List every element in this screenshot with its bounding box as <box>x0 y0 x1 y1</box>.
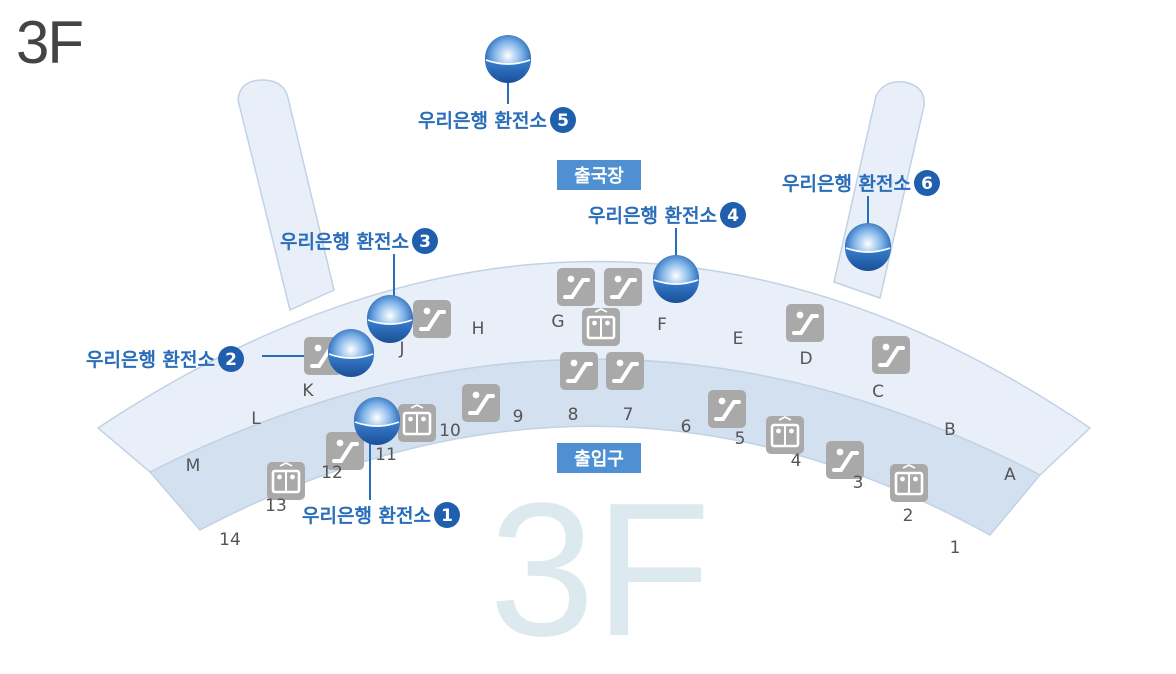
counter-label: M <box>186 456 201 476</box>
escalator-icon <box>557 268 595 306</box>
escalator-icon <box>872 336 910 374</box>
zone-entrance: 출입구 <box>557 443 641 473</box>
counter-label: L <box>251 409 261 429</box>
exchange-6[interactable]: 우리은행 환전소 6 <box>782 170 940 196</box>
elevator-icon <box>398 403 436 442</box>
exchange-marker-icon <box>354 397 400 445</box>
elevator-icon <box>890 463 928 502</box>
escalator-icon <box>786 304 824 342</box>
exchange-label: 우리은행 환전소 <box>418 110 547 132</box>
watermark-3f: 3F <box>489 464 711 674</box>
exchange-badge <box>411 228 438 254</box>
gate-label: 13 <box>265 496 287 516</box>
exchange-badge <box>217 346 244 372</box>
zone-departure: 출국장 <box>557 160 641 190</box>
counter-label: D <box>799 349 812 369</box>
exchange-4[interactable]: 우리은행 환전소 4 <box>588 202 746 228</box>
exchange-label: 우리은행 환전소 <box>302 505 431 527</box>
counter-label: C <box>872 382 884 402</box>
counter-label: B <box>944 420 956 440</box>
exchange-number: 4 <box>727 206 739 226</box>
gate-label: 6 <box>681 417 692 437</box>
gate-label: 1 <box>950 538 961 558</box>
counter-label: H <box>472 319 485 339</box>
exchange-3[interactable]: 우리은행 환전소 3 <box>280 228 438 254</box>
exchange-markers <box>328 35 891 445</box>
exchange-marker-icon <box>485 35 531 83</box>
gate-label: 14 <box>219 530 241 550</box>
exchange-2[interactable]: 우리은행 환전소 2 <box>86 346 244 372</box>
exchange-badge <box>433 502 460 528</box>
exchange-label: 우리은행 환전소 <box>782 173 911 195</box>
gate-label: 5 <box>735 429 746 449</box>
zone-entrance-label: 출입구 <box>574 448 624 470</box>
gate-label: 12 <box>321 463 343 483</box>
counter-label: G <box>551 312 564 332</box>
exchange-label: 우리은행 환전소 <box>86 349 215 371</box>
exchange-number: 1 <box>441 506 453 526</box>
counter-labels: A B C D E F G H J K L M <box>186 312 1017 485</box>
escalator-icon <box>826 441 864 479</box>
gate-label: 3 <box>853 473 864 493</box>
escalator-icon <box>413 300 451 338</box>
gate-label: 9 <box>513 407 524 427</box>
escalator-icon <box>604 268 642 306</box>
exchange-number: 3 <box>419 232 431 252</box>
exchange-number: 2 <box>225 350 237 370</box>
gate-label: 2 <box>903 506 914 526</box>
exchange-marker-icon <box>367 295 413 343</box>
exchange-number: 5 <box>557 111 569 131</box>
escalator-icon <box>606 352 644 390</box>
exchange-1[interactable]: 우리은행 환전소 1 <box>302 502 460 528</box>
exchange-badge <box>719 202 746 228</box>
escalator-icon <box>708 390 746 428</box>
gate-label: 4 <box>791 451 802 471</box>
elevator-icon <box>267 461 305 500</box>
escalator-icon <box>560 352 598 390</box>
elevators <box>267 307 928 502</box>
exchange-label: 우리은행 환전소 <box>280 231 409 253</box>
exchange-marker-icon <box>653 255 699 303</box>
exchange-number: 6 <box>921 174 933 194</box>
exchange-marker-icon <box>845 223 891 271</box>
counter-label: E <box>733 329 744 349</box>
gate-label: 7 <box>623 405 634 425</box>
exchange-5[interactable]: 우리은행 환전소 5 <box>418 107 576 133</box>
exchange-badge <box>549 107 576 133</box>
escalator-icon <box>326 432 364 470</box>
elevator-icon <box>582 307 620 346</box>
exchange-label: 우리은행 환전소 <box>588 205 717 227</box>
floor-title: 3F <box>16 9 84 76</box>
exchange-badge <box>913 170 940 196</box>
gate-label: 8 <box>568 405 579 425</box>
gate-label: 10 <box>439 421 461 441</box>
pier-left <box>237 79 335 312</box>
gate-label: 11 <box>375 445 397 465</box>
counter-label: A <box>1004 465 1016 485</box>
zone-departure-label: 출국장 <box>574 166 624 187</box>
counter-label: J <box>398 339 404 359</box>
counter-label: F <box>657 315 667 335</box>
escalator-icon <box>462 384 500 422</box>
elevator-icon <box>766 415 804 454</box>
counter-label: K <box>302 381 314 401</box>
exchange-marker-icon <box>328 329 374 377</box>
